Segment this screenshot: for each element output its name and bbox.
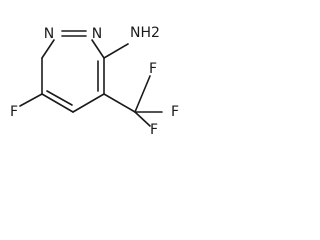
chemical-structure-diagram: N N NH2 F F F F (10, 25, 179, 138)
bond-n-c3 (91, 39, 105, 59)
atom-labels: N N NH2 F F F F (10, 25, 179, 138)
atom-n-top-left: N (44, 26, 54, 42)
bond-cf3-f-bottom (134, 111, 151, 127)
ring-bonds (41, 30, 105, 113)
bond-c6-n-upper (41, 39, 55, 59)
bond-c4-c5 (72, 93, 105, 113)
bond-c6-f (19, 93, 43, 107)
bond-c5-c6-inner (46, 90, 73, 106)
atom-fluoro-ring: F (10, 104, 18, 120)
bond-c3-nh2 (103, 43, 129, 59)
bond-cf3-f-top (134, 75, 151, 113)
atom-cf3-fluorine-right: F (171, 104, 179, 120)
bond-c5-c6 (41, 93, 74, 113)
atom-cf3-fluorine-top: F (149, 61, 157, 77)
atom-cf3-fluorine-bottom: F (150, 122, 158, 138)
substituent-bonds (19, 43, 163, 127)
atom-n-top-right: N (92, 26, 102, 42)
atom-amine: NH2 (130, 25, 160, 41)
bond-c4-cf3 (103, 93, 136, 113)
